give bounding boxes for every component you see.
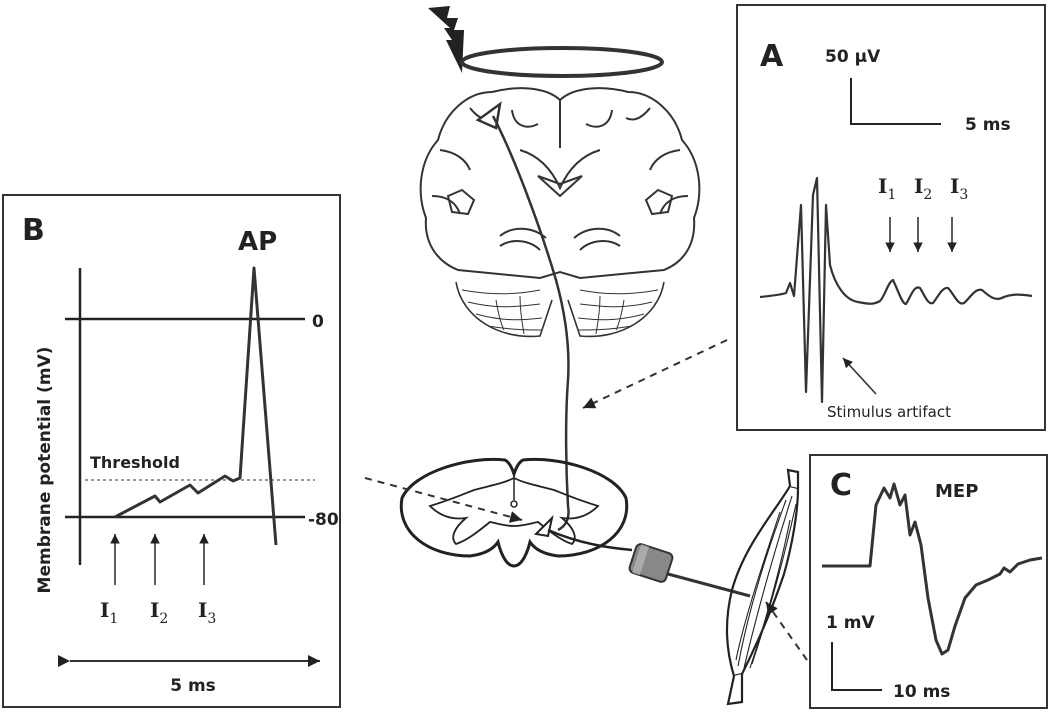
mep-trace: [822, 482, 1043, 656]
panel-a: A 50 µV 5 ms I1 I2 I3 Stimulus artifact: [736, 4, 1046, 431]
tick-rest: -80: [308, 510, 339, 530]
scale-amplitude-c: 1 mV: [826, 613, 875, 633]
scale-bar-a: [850, 78, 941, 125]
panel-a-letter: A: [760, 39, 784, 74]
threshold-label: Threshold: [90, 453, 180, 472]
ap-label: AP: [238, 227, 277, 257]
scale-time-c: 10 ms: [893, 682, 950, 702]
wave-label-i1: I1: [878, 174, 896, 203]
input-label-2: I2: [150, 598, 168, 627]
scale-amplitude-a: 50 µV: [825, 47, 881, 67]
panel-c: C MEP 1 mV 10 ms: [809, 454, 1048, 709]
mep-title: MEP: [935, 481, 978, 502]
membrane-potential-trace: [114, 266, 278, 546]
artifact-label: Stimulus artifact: [827, 403, 951, 421]
tms-coil-icon: [460, 46, 664, 78]
spinal-cord-section: [399, 457, 633, 568]
recording-electrode-icon: [628, 543, 751, 598]
input-label-1: I1: [100, 598, 118, 627]
panel-a-frame: [736, 4, 1046, 431]
tick-zero: 0: [312, 312, 324, 332]
input-label-3: I3: [198, 598, 216, 627]
scale-time-a: 5 ms: [965, 115, 1011, 135]
y-axis-label: Membrane potential (mV): [35, 347, 55, 594]
wave-label-i3: I3: [950, 174, 968, 203]
panel-c-letter: C: [830, 468, 852, 503]
panel-b: B AP Membrane potential (mV) 0 -80 Thres…: [2, 194, 341, 708]
panel-b-letter: B: [22, 213, 45, 248]
panel-c-frame: [809, 454, 1048, 709]
artifact-arrow: [842, 357, 877, 395]
corticospinal-neuron: [475, 101, 570, 532]
connector-panel-c: [765, 601, 808, 661]
d-wave-recording: [759, 176, 1033, 404]
lightning-bolt-icon: [428, 6, 464, 73]
duration-label: 5 ms: [170, 676, 216, 696]
panel-b-frame: [2, 194, 341, 708]
muscle-icon: [725, 468, 800, 706]
wave-label-i2: I2: [914, 174, 932, 203]
connector-panel-b: [364, 477, 523, 523]
connector-panel-a: [582, 339, 728, 409]
scale-bar-c: [831, 642, 882, 691]
